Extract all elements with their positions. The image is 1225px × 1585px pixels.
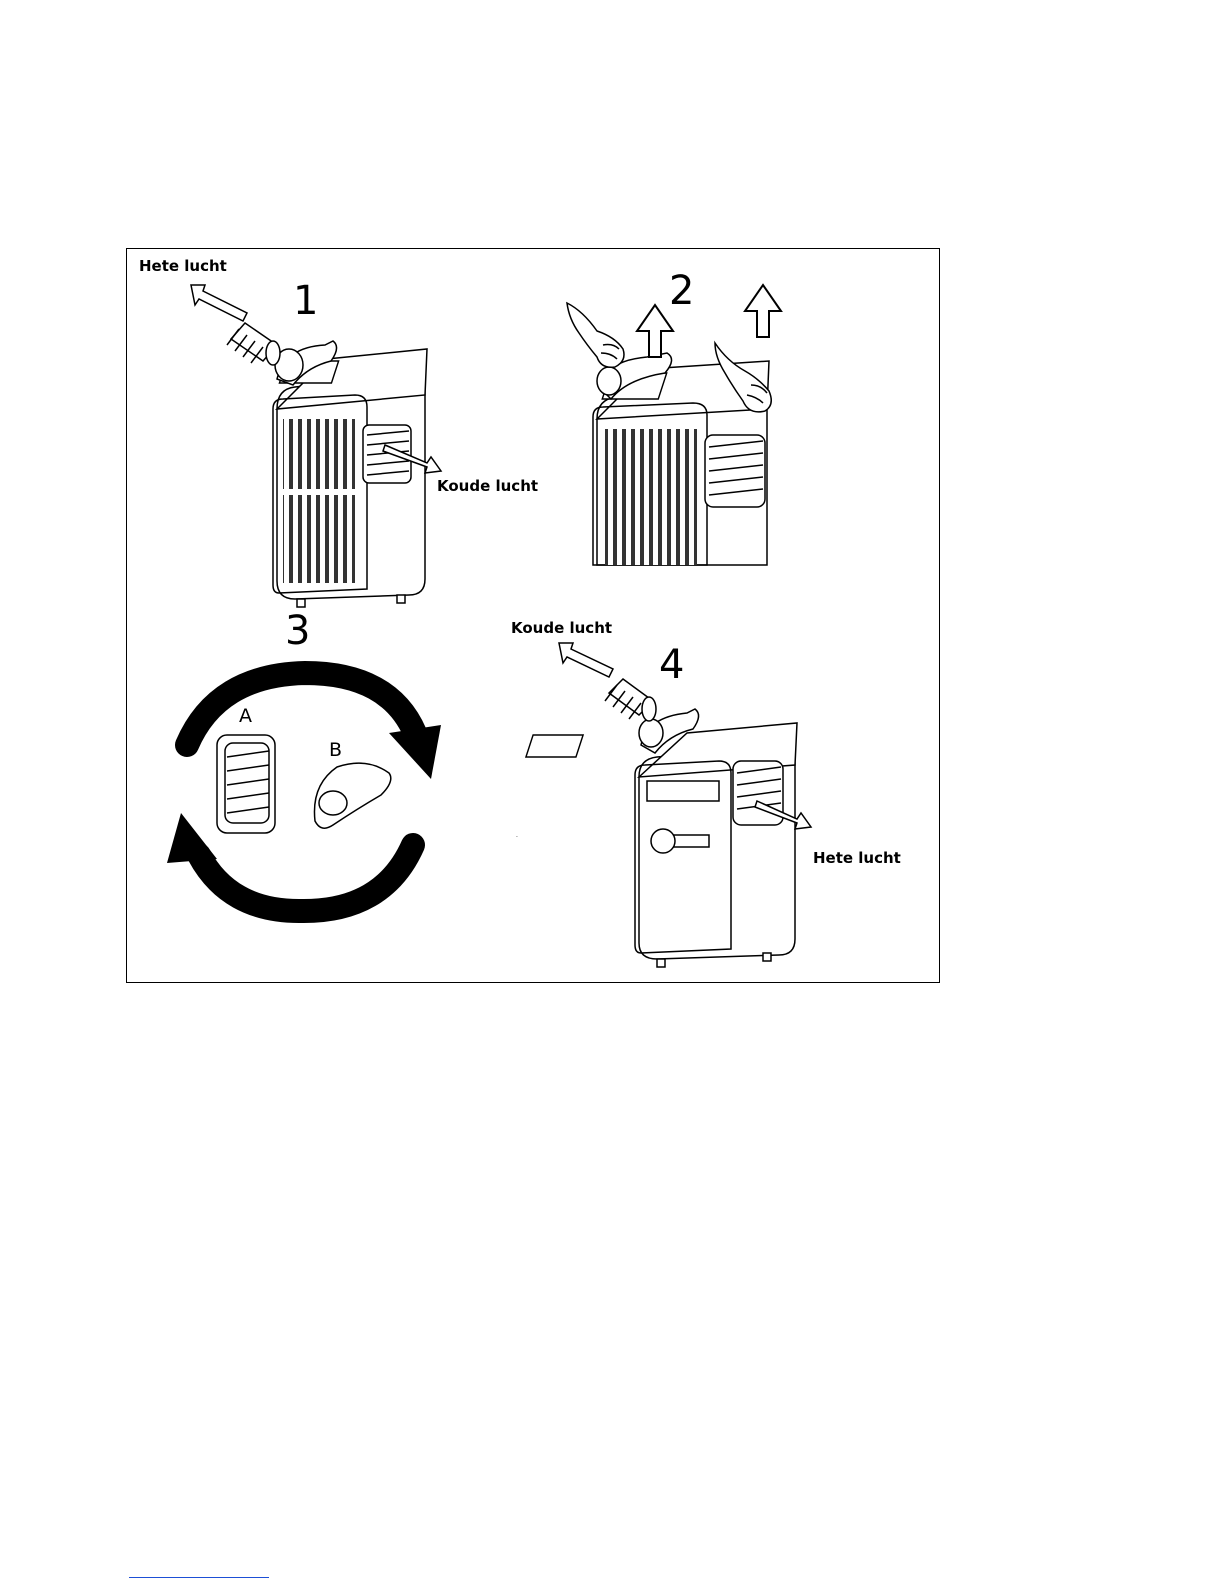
svg-text:.: .: [516, 832, 518, 839]
step4-hot-air-label: Hete lucht: [813, 849, 901, 867]
step2-number: 2: [669, 271, 694, 311]
hose-4: [605, 679, 656, 721]
diagram-frame: . Hete lucht 1 Koude lucht 2 3 A B Koude…: [126, 248, 940, 983]
lift-arrow-right-2: [745, 285, 781, 337]
step4-cold-air-label: Koude lucht: [511, 619, 612, 637]
hot-air-arrow-1: [191, 285, 247, 321]
unit-4: [526, 709, 797, 967]
part-a-label: A: [239, 705, 252, 727]
step4-number: 4: [659, 645, 684, 685]
swap-arrowheads-3: [167, 725, 441, 863]
hose-1: [227, 323, 280, 365]
step1-hot-air-label: Hete lucht: [139, 257, 227, 275]
footer-link-underline: [129, 1577, 269, 1578]
hand-left-2: [567, 303, 624, 367]
part-b-label: B: [329, 739, 342, 761]
unit-1: [273, 341, 427, 607]
lift-arrow-left-2: [637, 305, 673, 357]
part-b-outlet: [314, 763, 390, 828]
step1-number: 1: [293, 281, 318, 321]
diagram-artwork: .: [127, 249, 941, 984]
cold-air-arrow-4: [559, 643, 613, 677]
part-a-louver: [217, 735, 275, 833]
step1-cold-air-label: Koude lucht: [437, 477, 538, 495]
step3-number: 3: [285, 611, 310, 651]
